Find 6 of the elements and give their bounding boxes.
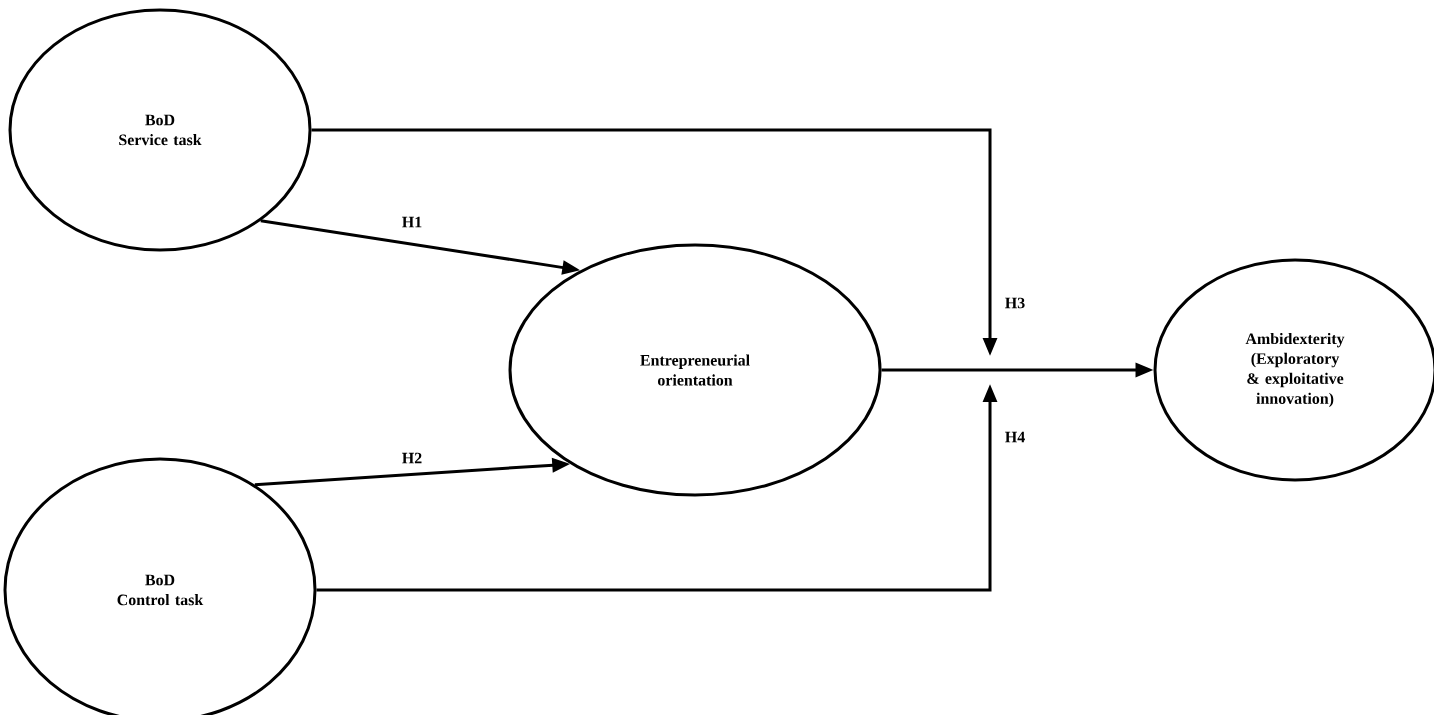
ellipse-node: BoD Service task [8, 8, 312, 252]
edge-label: H1 [399, 214, 425, 230]
edge-label: H3 [1002, 295, 1028, 311]
edge-label: H2 [399, 450, 425, 466]
edge-label: H4 [1002, 429, 1028, 445]
ellipse-node: Entrepreneurial orientation [508, 243, 882, 497]
